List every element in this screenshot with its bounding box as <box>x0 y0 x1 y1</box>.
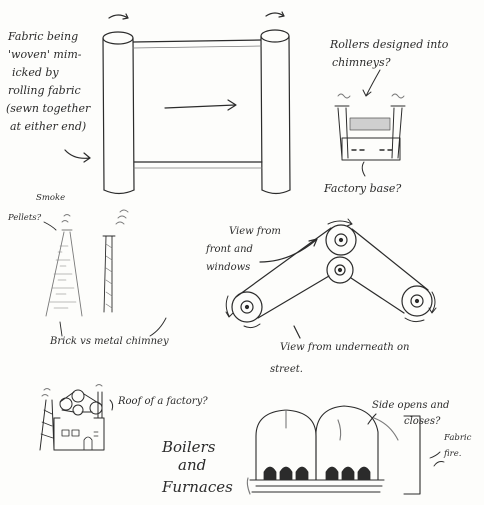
fabric-note-line: at either end) <box>10 120 86 133</box>
left-smoke <box>337 93 351 99</box>
factory-base-building <box>341 137 401 161</box>
roof-roller <box>72 404 84 416</box>
furnace-arch <box>341 466 355 481</box>
view-front-line: front and <box>205 244 253 255</box>
left-roller-top <box>102 31 134 45</box>
furnace-arch <box>357 466 371 481</box>
roof-note: Roof of a factory? <box>117 396 208 407</box>
chimney-comparison-sketch <box>43 209 167 337</box>
right-smoke <box>391 93 405 99</box>
view-underneath-note: View from underneath on street. <box>270 342 413 375</box>
boilers-furnaces-sketch <box>246 405 445 495</box>
roller-middle <box>326 256 354 284</box>
side-opens-note: Side opens and closes? <box>372 400 453 427</box>
fabric-note-pointer <box>64 149 91 159</box>
rollers-note-line: chimneys? <box>332 56 391 69</box>
boilers-note: Boilers and Furnaces <box>161 438 233 496</box>
view-front-pointer <box>259 239 317 263</box>
boiler-base <box>249 479 385 493</box>
side-opens-pointer <box>367 413 377 425</box>
left-roller-bottom <box>103 189 135 195</box>
roller-bottom-left <box>231 291 263 323</box>
right-rotation-arrow <box>265 12 285 17</box>
metal-chimney-smoke <box>115 209 129 225</box>
boilers-note-line: Furnaces <box>161 478 233 496</box>
furnace-arch <box>263 466 277 481</box>
fabric-note-line: icked by <box>12 66 59 79</box>
furnace-arch <box>279 466 293 481</box>
fabric-note-line: rolling fabric <box>8 84 81 97</box>
fabric-band-outer-right <box>351 228 429 291</box>
roof-sketch-building <box>53 417 105 451</box>
factory-base-sketch <box>334 69 406 177</box>
fabric-top-edge <box>132 39 262 43</box>
rollers-note-pointer <box>365 69 381 97</box>
fabric-fire-line: fire. <box>443 449 461 459</box>
roller-top <box>325 224 357 256</box>
furnace-arch <box>295 466 309 481</box>
boilers-note-line: and <box>178 456 206 474</box>
fabric-note: Fabric being 'woven' mim- icked by rolli… <box>6 30 94 133</box>
fabric-band-inner-left <box>257 275 330 319</box>
brick-chimney-smoke <box>61 214 71 223</box>
furnace-arch <box>325 466 339 481</box>
roof-sketch-chimney <box>39 399 55 451</box>
smoke-pellets-pointer <box>43 221 57 231</box>
view-front-line: View from <box>229 226 281 237</box>
fabric-direction-arrow <box>164 104 236 109</box>
roof-roller <box>71 389 85 403</box>
roof-roller <box>59 397 73 411</box>
view-front-line: windows <box>206 262 250 273</box>
smoke-pellets-note: Smoke Pellets? <box>7 193 68 223</box>
rollers-note: Rollers designed into chimneys? <box>329 38 452 69</box>
factory-base-pointer <box>361 161 366 177</box>
fabric-roller-sketch <box>64 11 291 195</box>
right-boiler <box>315 405 379 481</box>
view-front-note: View from front and windows <box>205 226 284 273</box>
factory-base-label: Factory base? <box>323 182 401 195</box>
smoke-pellets-line: Pellets? <box>7 213 42 223</box>
side-opens-line: closes? <box>404 416 441 427</box>
side-opens-line: Side opens and <box>372 400 449 411</box>
fabric-band-inner-right <box>350 277 405 314</box>
fabric-note-line: (sewn together <box>6 102 91 115</box>
left-chimney <box>337 107 349 159</box>
right-roller-bottom <box>261 189 291 195</box>
metal-chimney <box>103 235 113 313</box>
roller-bottom-right <box>401 285 433 317</box>
right-roller-body <box>260 35 291 191</box>
right-roller-top <box>260 29 290 43</box>
factory-roof-sketch <box>39 384 114 451</box>
rollers-note-line: Rollers designed into <box>329 38 449 51</box>
fabric-note-line: Fabric being <box>7 30 78 43</box>
boilers-note-line: Boilers <box>161 438 216 456</box>
fabric-note-line: 'woven' mim- <box>8 48 82 61</box>
left-rotation-arrow <box>108 14 129 19</box>
roller-path-sketch <box>225 218 437 339</box>
view-underneath-line: View from underneath on <box>280 342 409 353</box>
view-underneath-line: street. <box>270 364 303 375</box>
fabric-fire-line: Fabric <box>443 433 472 443</box>
brick-vs-metal-label: Brick vs metal chimney <box>49 336 169 347</box>
side-panel <box>403 415 421 495</box>
fabric-fire-note: Fabric fire. <box>443 433 474 459</box>
smoke-pellets-line: Smoke <box>36 193 65 203</box>
fabric-band <box>349 117 391 131</box>
left-roller-body <box>102 37 135 191</box>
